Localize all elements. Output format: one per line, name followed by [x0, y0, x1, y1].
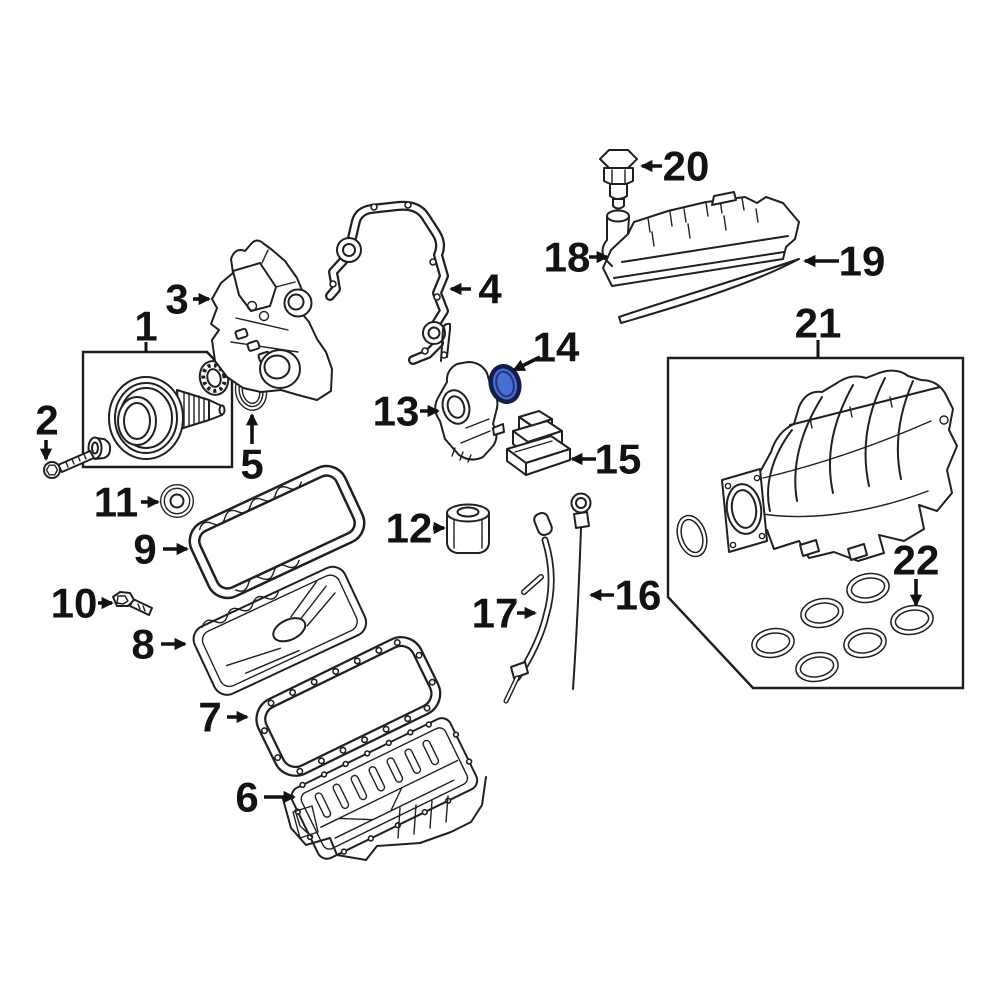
callout-6: 6 [235, 774, 296, 821]
callout-7: 7 [198, 694, 249, 741]
callout-11-label: 11 [94, 479, 138, 526]
callouts: 1 2 3 4 5 6 7 8 [35, 143, 939, 821]
part-2-crank-bolt [43, 450, 95, 479]
callout-1-label: 1 [134, 303, 157, 350]
callout-20: 20 [640, 143, 710, 190]
callout-10: 10 [51, 580, 114, 627]
callout-5: 5 [240, 413, 264, 488]
intake-manifold [721, 369, 958, 562]
part-18-valve-cover [601, 191, 800, 287]
callout-13-label: 13 [373, 388, 420, 435]
callout-6-label: 6 [235, 774, 258, 821]
part-10-bolt [112, 591, 153, 616]
part-6-oil-pan [282, 717, 487, 861]
callout-14-label: 14 [533, 324, 580, 371]
part-16-dipstick [570, 492, 592, 690]
callout-19: 19 [803, 238, 886, 285]
callout-8-label: 8 [131, 621, 154, 668]
callout-16-label: 16 [615, 572, 662, 619]
callout-13: 13 [373, 388, 440, 435]
callout-8: 8 [131, 621, 187, 668]
part-21-intake-manifold-box [666, 356, 965, 690]
part-1-crank-pulley-box [81, 350, 234, 469]
callout-18-label: 18 [544, 234, 591, 281]
part-17-dipstick-tube [503, 511, 555, 704]
part-20-oil-filler-cap [599, 149, 638, 210]
callout-9: 9 [133, 526, 189, 573]
callout-3: 3 [165, 276, 211, 323]
callout-15: 15 [570, 436, 642, 483]
callout-7-label: 7 [198, 694, 221, 741]
crankshaft-pulley [108, 376, 226, 460]
part-3-timing-cover [210, 239, 333, 401]
part-11-seal [160, 484, 194, 518]
callout-9-label: 9 [133, 526, 156, 573]
callout-2-label: 2 [35, 397, 58, 444]
callout-22: 22 [893, 537, 940, 607]
callout-4: 4 [449, 266, 502, 313]
part-9-gasket [188, 464, 366, 600]
callout-3-label: 3 [165, 276, 188, 323]
callout-1: 1 [134, 303, 158, 352]
manifold-o-ring [676, 514, 708, 558]
callout-22-label: 22 [893, 537, 940, 584]
callout-4-label: 4 [478, 266, 502, 313]
part-4-timing-cover-gasket [325, 200, 449, 365]
callout-19-label: 19 [839, 238, 886, 285]
callout-10-label: 10 [51, 580, 98, 627]
part-8-windage-tray [192, 565, 368, 696]
part-13-oil-pump [434, 322, 505, 463]
callout-12: 12 [386, 505, 446, 552]
callout-18: 18 [544, 234, 609, 281]
callout-21: 21 [795, 300, 842, 357]
callout-15-label: 15 [595, 436, 642, 483]
part-14-oring-highlighted [488, 363, 522, 405]
callout-21-label: 21 [795, 300, 842, 347]
callout-14: 14 [512, 324, 580, 372]
callout-11: 11 [94, 479, 160, 526]
callout-20-label: 20 [663, 143, 710, 190]
callout-16: 16 [589, 572, 662, 619]
oring-inner [495, 370, 515, 398]
throttle-body-flange [721, 468, 768, 553]
callout-17: 17 [472, 590, 537, 637]
part-22-port-gaskets [751, 572, 934, 683]
callout-17-label: 17 [472, 590, 519, 637]
part-15-filter-adapter [506, 410, 571, 476]
part-7-oil-pan-gasket [255, 636, 442, 777]
callout-2: 2 [35, 397, 59, 461]
callout-5-label: 5 [240, 441, 263, 488]
part-12-oil-filter [446, 503, 490, 554]
callout-12-label: 12 [386, 505, 433, 552]
part-19-valve-cover-gasket [618, 258, 800, 324]
